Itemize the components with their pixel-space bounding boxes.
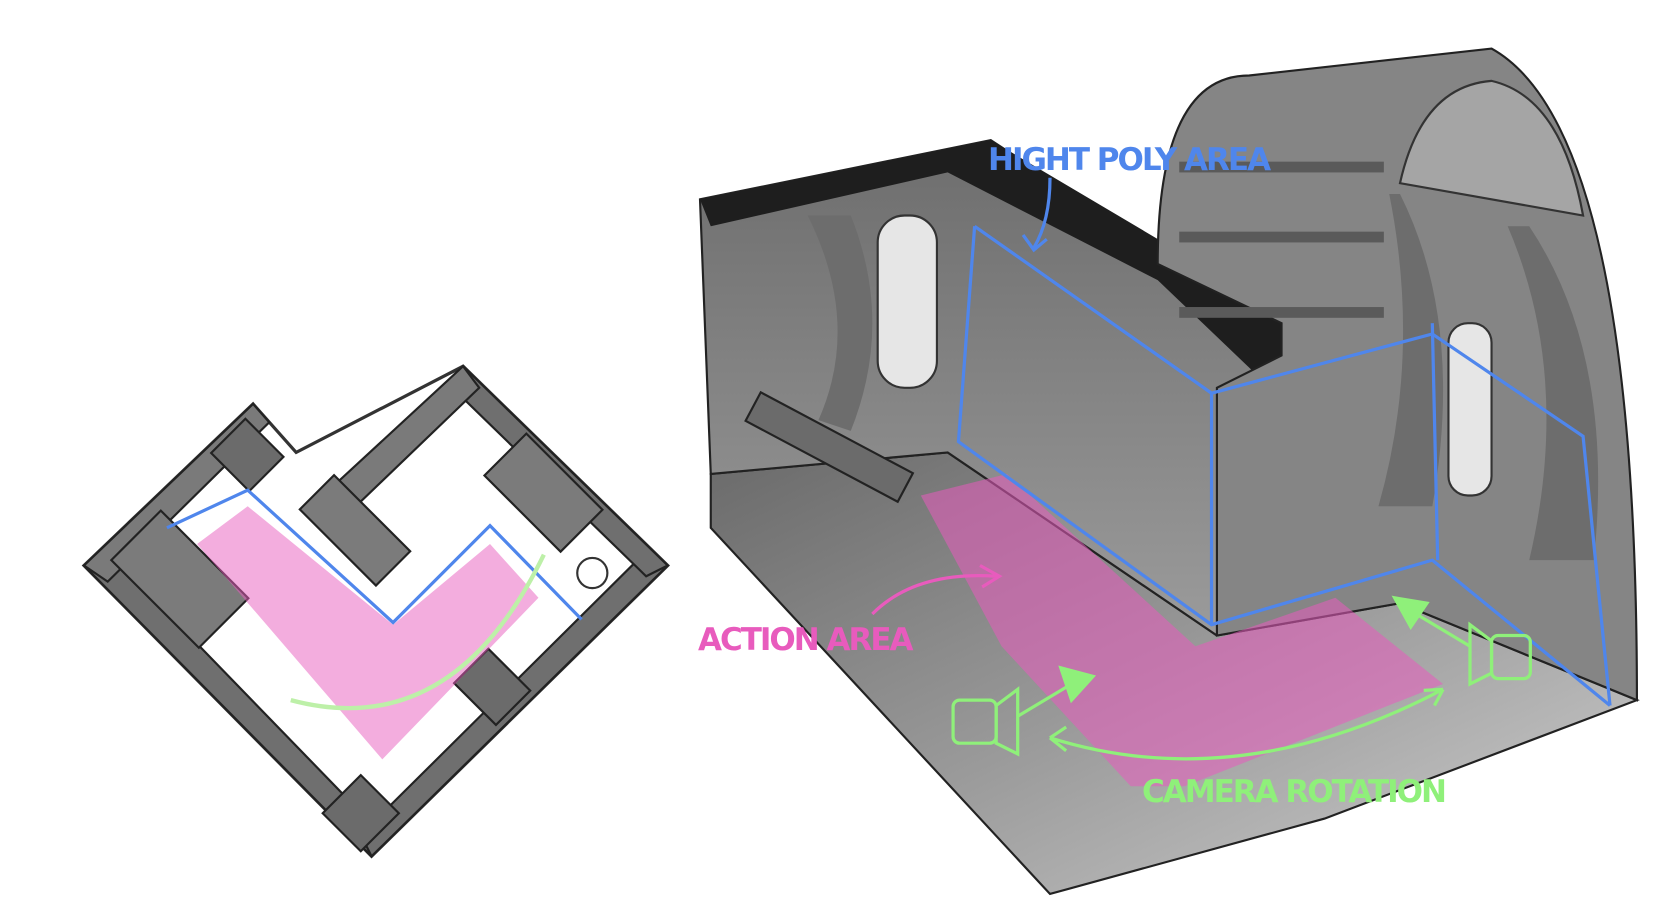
high-poly-pointer-arrow	[1021, 177, 1052, 253]
room-desk	[744, 390, 915, 504]
floor-plan	[81, 364, 671, 859]
high-poly-area-label: HIGHT POLY AREA	[988, 142, 1271, 178]
room-window-left	[876, 214, 938, 389]
floor-plan-furniture	[298, 473, 412, 588]
room-illustration	[698, 47, 1640, 896]
room-wall-top-dark	[700, 140, 1282, 399]
room-shelf	[1179, 231, 1384, 243]
action-area-label: ACTION AREA	[698, 622, 914, 658]
floor-plan-high-poly-line	[166, 488, 583, 625]
action-area	[920, 473, 1444, 787]
camera-icon	[1391, 595, 1532, 687]
camera-icon	[951, 665, 1097, 757]
room-arch-window	[1398, 79, 1585, 217]
floor-plan-furniture	[482, 432, 605, 554]
room-back-wall-right	[1156, 47, 1639, 702]
camera-rotation-label: CAMERA ROTATION	[1142, 774, 1447, 810]
room-curtain	[1378, 193, 1444, 507]
camera-rotation-arrow	[1048, 687, 1445, 761]
high-poly-area-frame	[956, 224, 1612, 707]
floor-plan-furniture	[109, 509, 250, 650]
floor-plan-action-area	[197, 506, 539, 760]
room-shelf	[1179, 307, 1384, 318]
floor-plan-furniture	[321, 773, 401, 853]
action-pointer-arrow	[871, 564, 1003, 616]
floor-plan-furniture	[209, 417, 286, 493]
floor-plan-camera-arc	[290, 553, 546, 711]
room-shelf	[1179, 161, 1384, 173]
room-curtain	[807, 215, 873, 431]
room-curtain	[1507, 226, 1599, 561]
floor-plan-plant	[576, 556, 609, 590]
